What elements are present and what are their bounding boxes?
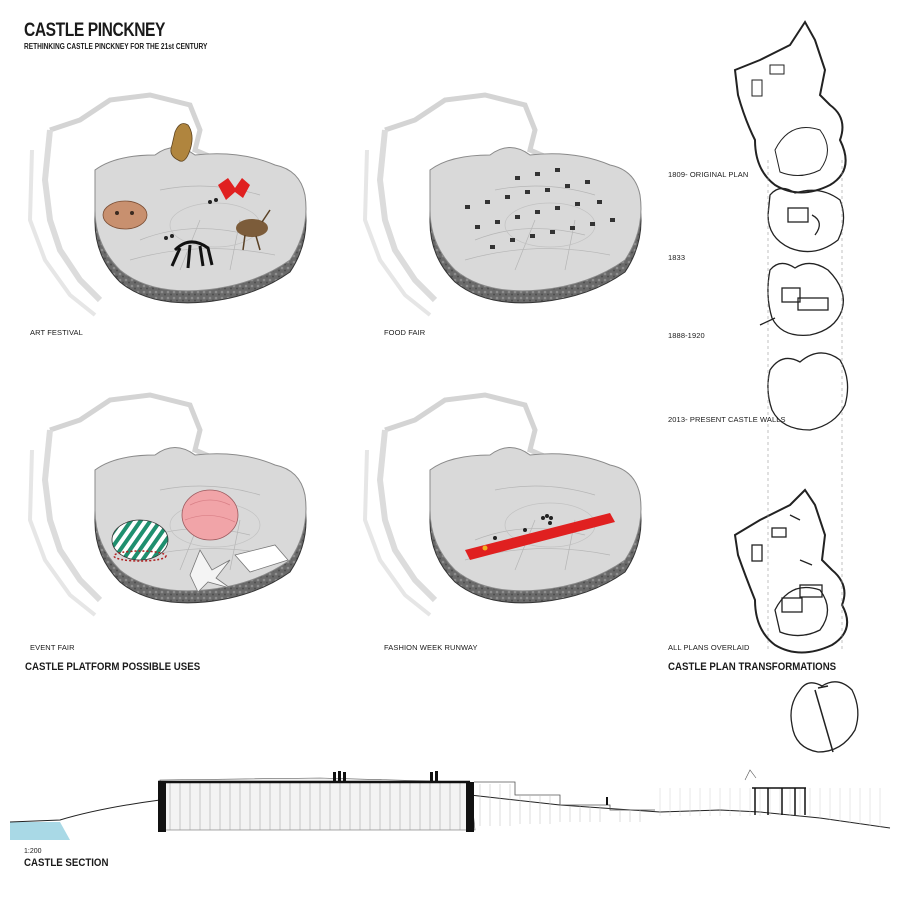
plan-2013-present [767, 352, 849, 431]
section-scale: 1:200 [24, 848, 42, 855]
red-runway [465, 513, 615, 560]
page-title: CASTLE PINCKNEY [24, 20, 166, 41]
left-wall [158, 782, 166, 832]
label-event-fair: EVENT FAIR [30, 643, 75, 652]
label-2013: 2013- PRESENT CASTLE WALLS [668, 415, 786, 424]
plan-transformations-graphics [733, 20, 859, 753]
black-spider-sculpture [170, 240, 214, 269]
crouching-figure-sculpture [170, 123, 193, 162]
heading-plan-transformations: CASTLE PLAN TRANSFORMATIONS [668, 661, 837, 673]
art-festival-view [30, 95, 306, 315]
label-fashion-runway: FASHION WEEK RUNWAY [384, 643, 478, 652]
plan-1833 [767, 187, 845, 253]
event-fair-view [30, 395, 306, 615]
section-people [333, 771, 608, 805]
section-key-plan [790, 681, 859, 753]
heading-platform-uses: CASTLE PLATFORM POSSIBLE USES [25, 661, 201, 673]
ostrich-sculpture [236, 219, 268, 237]
water [10, 822, 70, 840]
page-subtitle: RETHINKING CASTLE PINCKNEY FOR THE 21st … [24, 42, 208, 51]
food-stalls [465, 168, 615, 249]
label-all-plans: ALL PLANS OVERLAID [668, 643, 750, 652]
box-pavilion [234, 544, 289, 573]
plan-1809-original [733, 20, 847, 194]
label-1888-1920: 1888-1920 [668, 331, 705, 340]
label-1833: 1833 [668, 253, 686, 262]
plan-all-overlaid [733, 488, 849, 654]
fashion-runway-view [365, 395, 641, 615]
red-sculpture [218, 178, 250, 200]
right-wall [466, 782, 474, 832]
heading-castle-section: CASTLE SECTION [24, 857, 109, 869]
runway-audience [493, 514, 553, 540]
star-tent [189, 549, 231, 593]
pergola [752, 787, 806, 815]
label-food-fair: FOOD FAIR [384, 328, 426, 337]
head-sculpture [102, 200, 148, 230]
label-1809: 1809- ORIGINAL PLAN [668, 170, 749, 179]
label-art-festival: ART FESTIVAL [30, 328, 83, 337]
food-fair-view [365, 95, 641, 315]
striped-tent [111, 519, 169, 561]
